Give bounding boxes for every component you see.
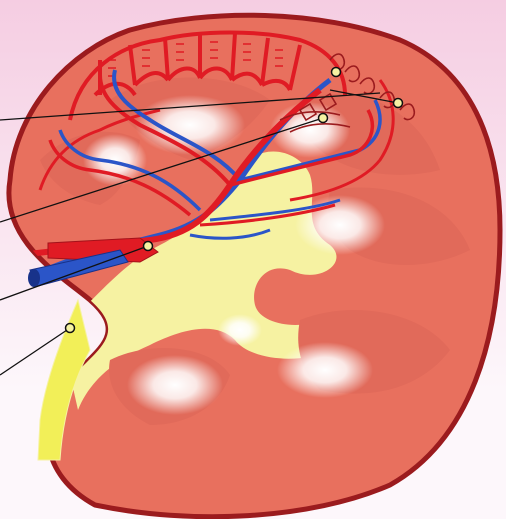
renal-vein-opening: [28, 269, 40, 287]
